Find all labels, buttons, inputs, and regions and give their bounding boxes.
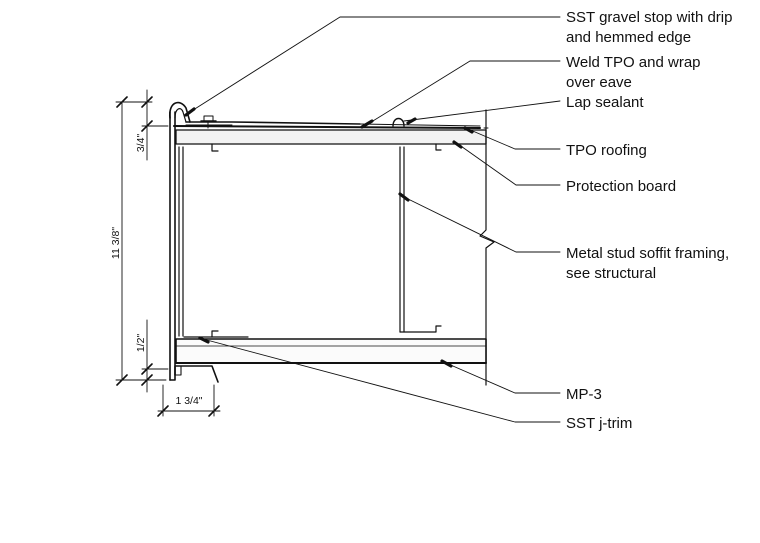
callout-gravel-stop: SST gravel stop with drip and hemmed edge [566, 9, 732, 46]
callout-stud-framing-line: see structural [566, 265, 656, 282]
dimension-lines [115, 89, 221, 417]
dim-overall-height: 11 3/8" [110, 227, 122, 259]
dim-width: 1 3/4" [175, 395, 202, 407]
callout-j-trim-line: SST j-trim [566, 415, 632, 432]
leader-protection-board [457, 143, 561, 186]
gravel-stop-flashing [169, 101, 361, 126]
lap-sealant-bead [392, 117, 405, 127]
protection-board [175, 129, 487, 145]
mp3-soffit-panel [175, 338, 487, 364]
metal-stud-framing [178, 143, 442, 338]
callout-tpo-roofing-line: TPO roofing [566, 142, 647, 159]
callout-j-trim: SST j-trim [566, 415, 632, 432]
callout-stud-framing: Metal stud soffit framing, see structural [566, 245, 729, 282]
callout-gravel-stop-line: and hemmed edge [566, 29, 691, 46]
callout-weld-tpo-line: Weld TPO and wrap [566, 54, 701, 71]
j-trim [169, 365, 219, 383]
tpo-membrane [173, 125, 481, 129]
callout-weld-tpo: Weld TPO and wrap over eave [566, 54, 701, 91]
leader-weld-tpo [367, 60, 561, 125]
leader-mp3 [445, 362, 561, 394]
callout-stud-framing-line: Metal stud soffit framing, [566, 245, 729, 262]
leader-gravel-stop [189, 16, 561, 113]
leader-stud-framing [403, 196, 561, 253]
leader-tpo-roofing [467, 128, 561, 150]
leader-lines [189, 16, 561, 423]
dim-bottom-offset: 1/2" [135, 334, 147, 353]
callout-tpo-roofing: TPO roofing [566, 142, 647, 159]
callout-protection-board-line: Protection board [566, 178, 676, 195]
callout-weld-tpo-line: over eave [566, 74, 632, 91]
callout-gravel-stop-line: SST gravel stop with drip [566, 9, 732, 26]
callout-protection-board: Protection board [566, 178, 676, 195]
callout-lap-sealant: Lap sealant [566, 94, 644, 111]
leader-lap-sealant [403, 100, 561, 122]
structure-break-line [479, 109, 495, 386]
callout-lap-sealant-line: Lap sealant [566, 94, 644, 111]
dim-top-offset: 3/4" [135, 134, 147, 153]
callout-mp3: MP-3 [566, 386, 602, 403]
fascia-panel [169, 111, 176, 381]
callout-mp3-line: MP-3 [566, 386, 602, 403]
leader-ticks [184, 107, 474, 368]
leader-j-trim [202, 338, 561, 423]
